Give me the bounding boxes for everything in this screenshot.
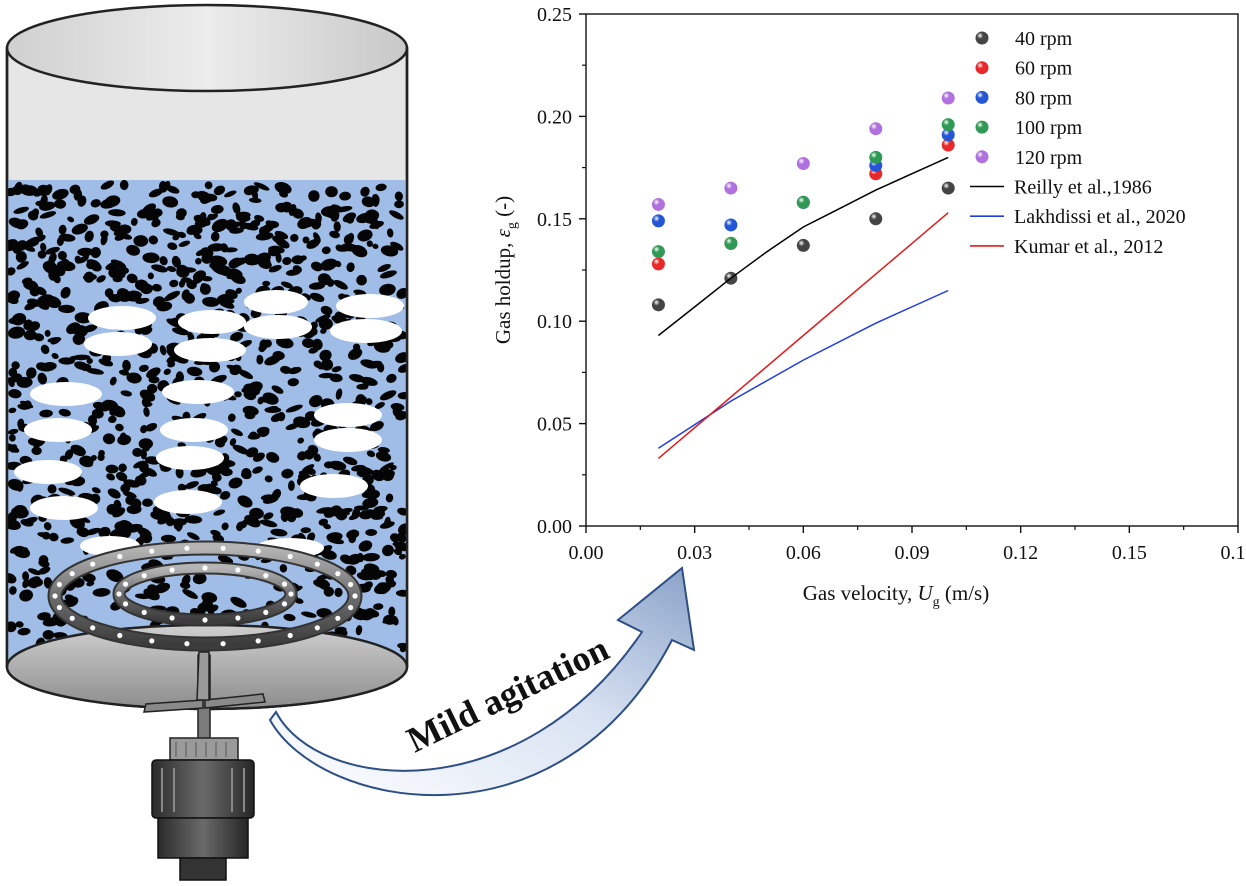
reactor-lid	[5, 3, 409, 93]
data-point-80-rpm	[724, 218, 738, 232]
y-tick-label: 0.20	[537, 106, 572, 128]
large-bubbles	[14, 290, 404, 558]
legend-entry-label: 80 rpm	[1015, 87, 1073, 109]
legend-marker	[975, 90, 989, 104]
data-point-100-rpm	[724, 236, 738, 250]
legend-entry-label: 40 rpm	[1015, 28, 1073, 50]
series-line-lakhdissi-et-al-2020	[657, 289, 949, 449]
x-tick-label: 0.18	[1221, 542, 1246, 564]
data-point-100-rpm	[796, 195, 810, 209]
legend-entry-label: 60 rpm	[1015, 58, 1073, 80]
x-tick-label: 0.06	[786, 542, 821, 564]
data-point-100-rpm	[651, 245, 665, 259]
y-tick-label: 0.15	[537, 209, 572, 231]
gas-sparger-rings	[47, 540, 363, 652]
data-point-80-rpm	[941, 128, 955, 142]
legend-marker	[975, 150, 989, 164]
gas-holdup-chart: 0.00 0.03 0.06 0.09 0.12 0.15 0.18 0.00 0.05 0.1…	[491, 4, 1246, 610]
data-point-80-rpm	[651, 214, 665, 228]
data-point-40-rpm	[796, 238, 810, 252]
x-axis-ticks: 0.00 0.03 0.06 0.09 0.12 0.15 0.18	[569, 526, 1246, 564]
x-axis-label: Gas velocity, Ug (m/s)	[803, 581, 989, 610]
data-point-100-rpm	[941, 118, 955, 132]
impeller	[143, 651, 266, 748]
data-point-120-rpm	[869, 122, 883, 136]
data-point-40-rpm	[651, 298, 665, 312]
data-point-100-rpm	[869, 150, 883, 164]
curved-arrow-icon	[268, 566, 696, 797]
data-point-120-rpm	[941, 91, 955, 105]
y-tick-label: 0.05	[537, 414, 572, 436]
legend-marker	[975, 31, 989, 45]
data-point-60-rpm	[651, 257, 665, 271]
bubble-column-reactor-illustration	[5, 3, 409, 881]
data-point-40-rpm	[941, 181, 955, 195]
y-axis-label: Gas holdup, εg (-)	[491, 196, 520, 344]
y-tick-label: 0.10	[537, 311, 572, 333]
legend-marker	[975, 120, 989, 134]
data-point-120-rpm	[651, 197, 665, 211]
x-tick-label: 0.12	[1003, 542, 1038, 564]
data-point-60-rpm	[941, 138, 955, 152]
legend-marker	[975, 61, 989, 75]
x-tick-label: 0.03	[677, 542, 712, 564]
legend-entry-label: 120 rpm	[1015, 147, 1083, 169]
series-layer	[651, 91, 955, 459]
series-line-kumar-et-al-2012	[657, 212, 949, 459]
y-axis-ticks: 0.00 0.05 0.10 0.15 0.20 0.25	[537, 4, 586, 538]
x-tick-label: 0.15	[1112, 542, 1147, 564]
y-tick-label: 0.25	[537, 4, 572, 26]
x-tick-label: 0.09	[895, 542, 930, 564]
data-point-40-rpm	[869, 212, 883, 226]
y-tick-label: 0.00	[537, 516, 572, 538]
agitator-motor	[151, 737, 255, 881]
legend-entry-label: Kumar et al., 2012	[1014, 236, 1163, 258]
data-point-120-rpm	[796, 157, 810, 171]
legend-entry-label: Reilly et al.,1986	[1014, 177, 1152, 199]
data-point-120-rpm	[724, 181, 738, 195]
legend-entry-label: Lakhdissi et al., 2020	[1014, 206, 1186, 228]
plot-frame	[585, 13, 1239, 527]
legend-entry-label: 100 rpm	[1015, 117, 1083, 139]
series-line-reilly-et-al-1986	[657, 156, 949, 337]
x-tick-label: 0.00	[569, 542, 604, 564]
